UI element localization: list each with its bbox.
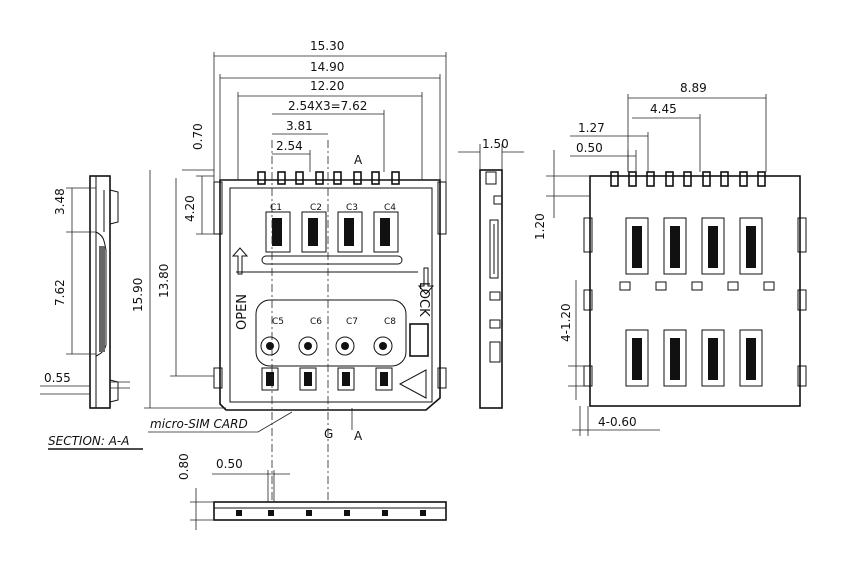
dim-4-45: 4.45: [650, 102, 677, 116]
dim-12-20: 12.20: [310, 79, 344, 93]
dim-15-30: 15.30: [310, 39, 344, 53]
contact-c3: C3: [346, 203, 358, 213]
dim-3-48: 3.48: [53, 188, 67, 215]
section-view: [89, 175, 130, 409]
contact-c4: C4: [384, 203, 396, 213]
main-dims: 15.30 14.90 12.20 2.54X3=7.62 3.81 2.54 …: [131, 39, 447, 443]
dim-7-62-left: 7.62: [53, 279, 67, 306]
dim-0-55: 0.55: [44, 371, 71, 385]
dim-0-80: 0.80: [177, 453, 191, 480]
dim-3-81: 3.81: [286, 119, 313, 133]
dim-2-54: 2.54: [276, 139, 303, 153]
dim-4-20: 4.20: [183, 195, 197, 222]
dim-14-90: 14.90: [310, 60, 344, 74]
bottom-view: 8.89 4.45 1.27 0.50 1.20 4-1.20 4-0.60: [533, 81, 807, 436]
dim-8-89: 8.89: [680, 81, 707, 95]
section-dims: 3.48 7.62 0.55 SECTION: A-A: [40, 187, 143, 450]
contact-c2: C2: [310, 203, 322, 213]
dim-1-27: 1.27: [578, 121, 605, 135]
profile-view: 0.80 0.50: [177, 453, 447, 530]
contact-c1: C1: [270, 203, 282, 213]
micro-sim-label: micro-SIM CARD: [150, 417, 248, 431]
dim-1-20: 1.20: [533, 213, 547, 240]
contact-c5: C5: [272, 317, 284, 327]
dim-4x0-60: 4-0.60: [598, 415, 637, 429]
dim-1-50: 1.50: [482, 137, 509, 151]
contact-c6: C6: [310, 317, 322, 327]
contact-c7: C7: [346, 317, 358, 327]
open-label: OPEN: [235, 294, 250, 330]
side-view: 1.50: [458, 137, 524, 409]
section-a-top: A: [354, 153, 363, 167]
contact-c8: C8: [384, 317, 396, 327]
center-g: G: [324, 427, 333, 441]
dim-pitch: 2.54X3=7.62: [288, 99, 367, 113]
dim-13-80: 13.80: [157, 264, 171, 298]
dim-0-50-top: 0.50: [576, 141, 603, 155]
lock-label: LOCK: [416, 282, 431, 317]
dim-4x1-20: 4-1.20: [559, 303, 573, 342]
dim-0-70: 0.70: [191, 123, 205, 150]
dim-15-90: 15.90: [131, 278, 145, 312]
section-a-bottom: A: [354, 429, 363, 443]
dim-0-50-bottom: 0.50: [216, 457, 243, 471]
section-title: SECTION: A-A: [48, 434, 129, 448]
main-view: OPEN LOCK C1 C2 C3 C4 C5 C6 C7 C8: [213, 140, 447, 500]
